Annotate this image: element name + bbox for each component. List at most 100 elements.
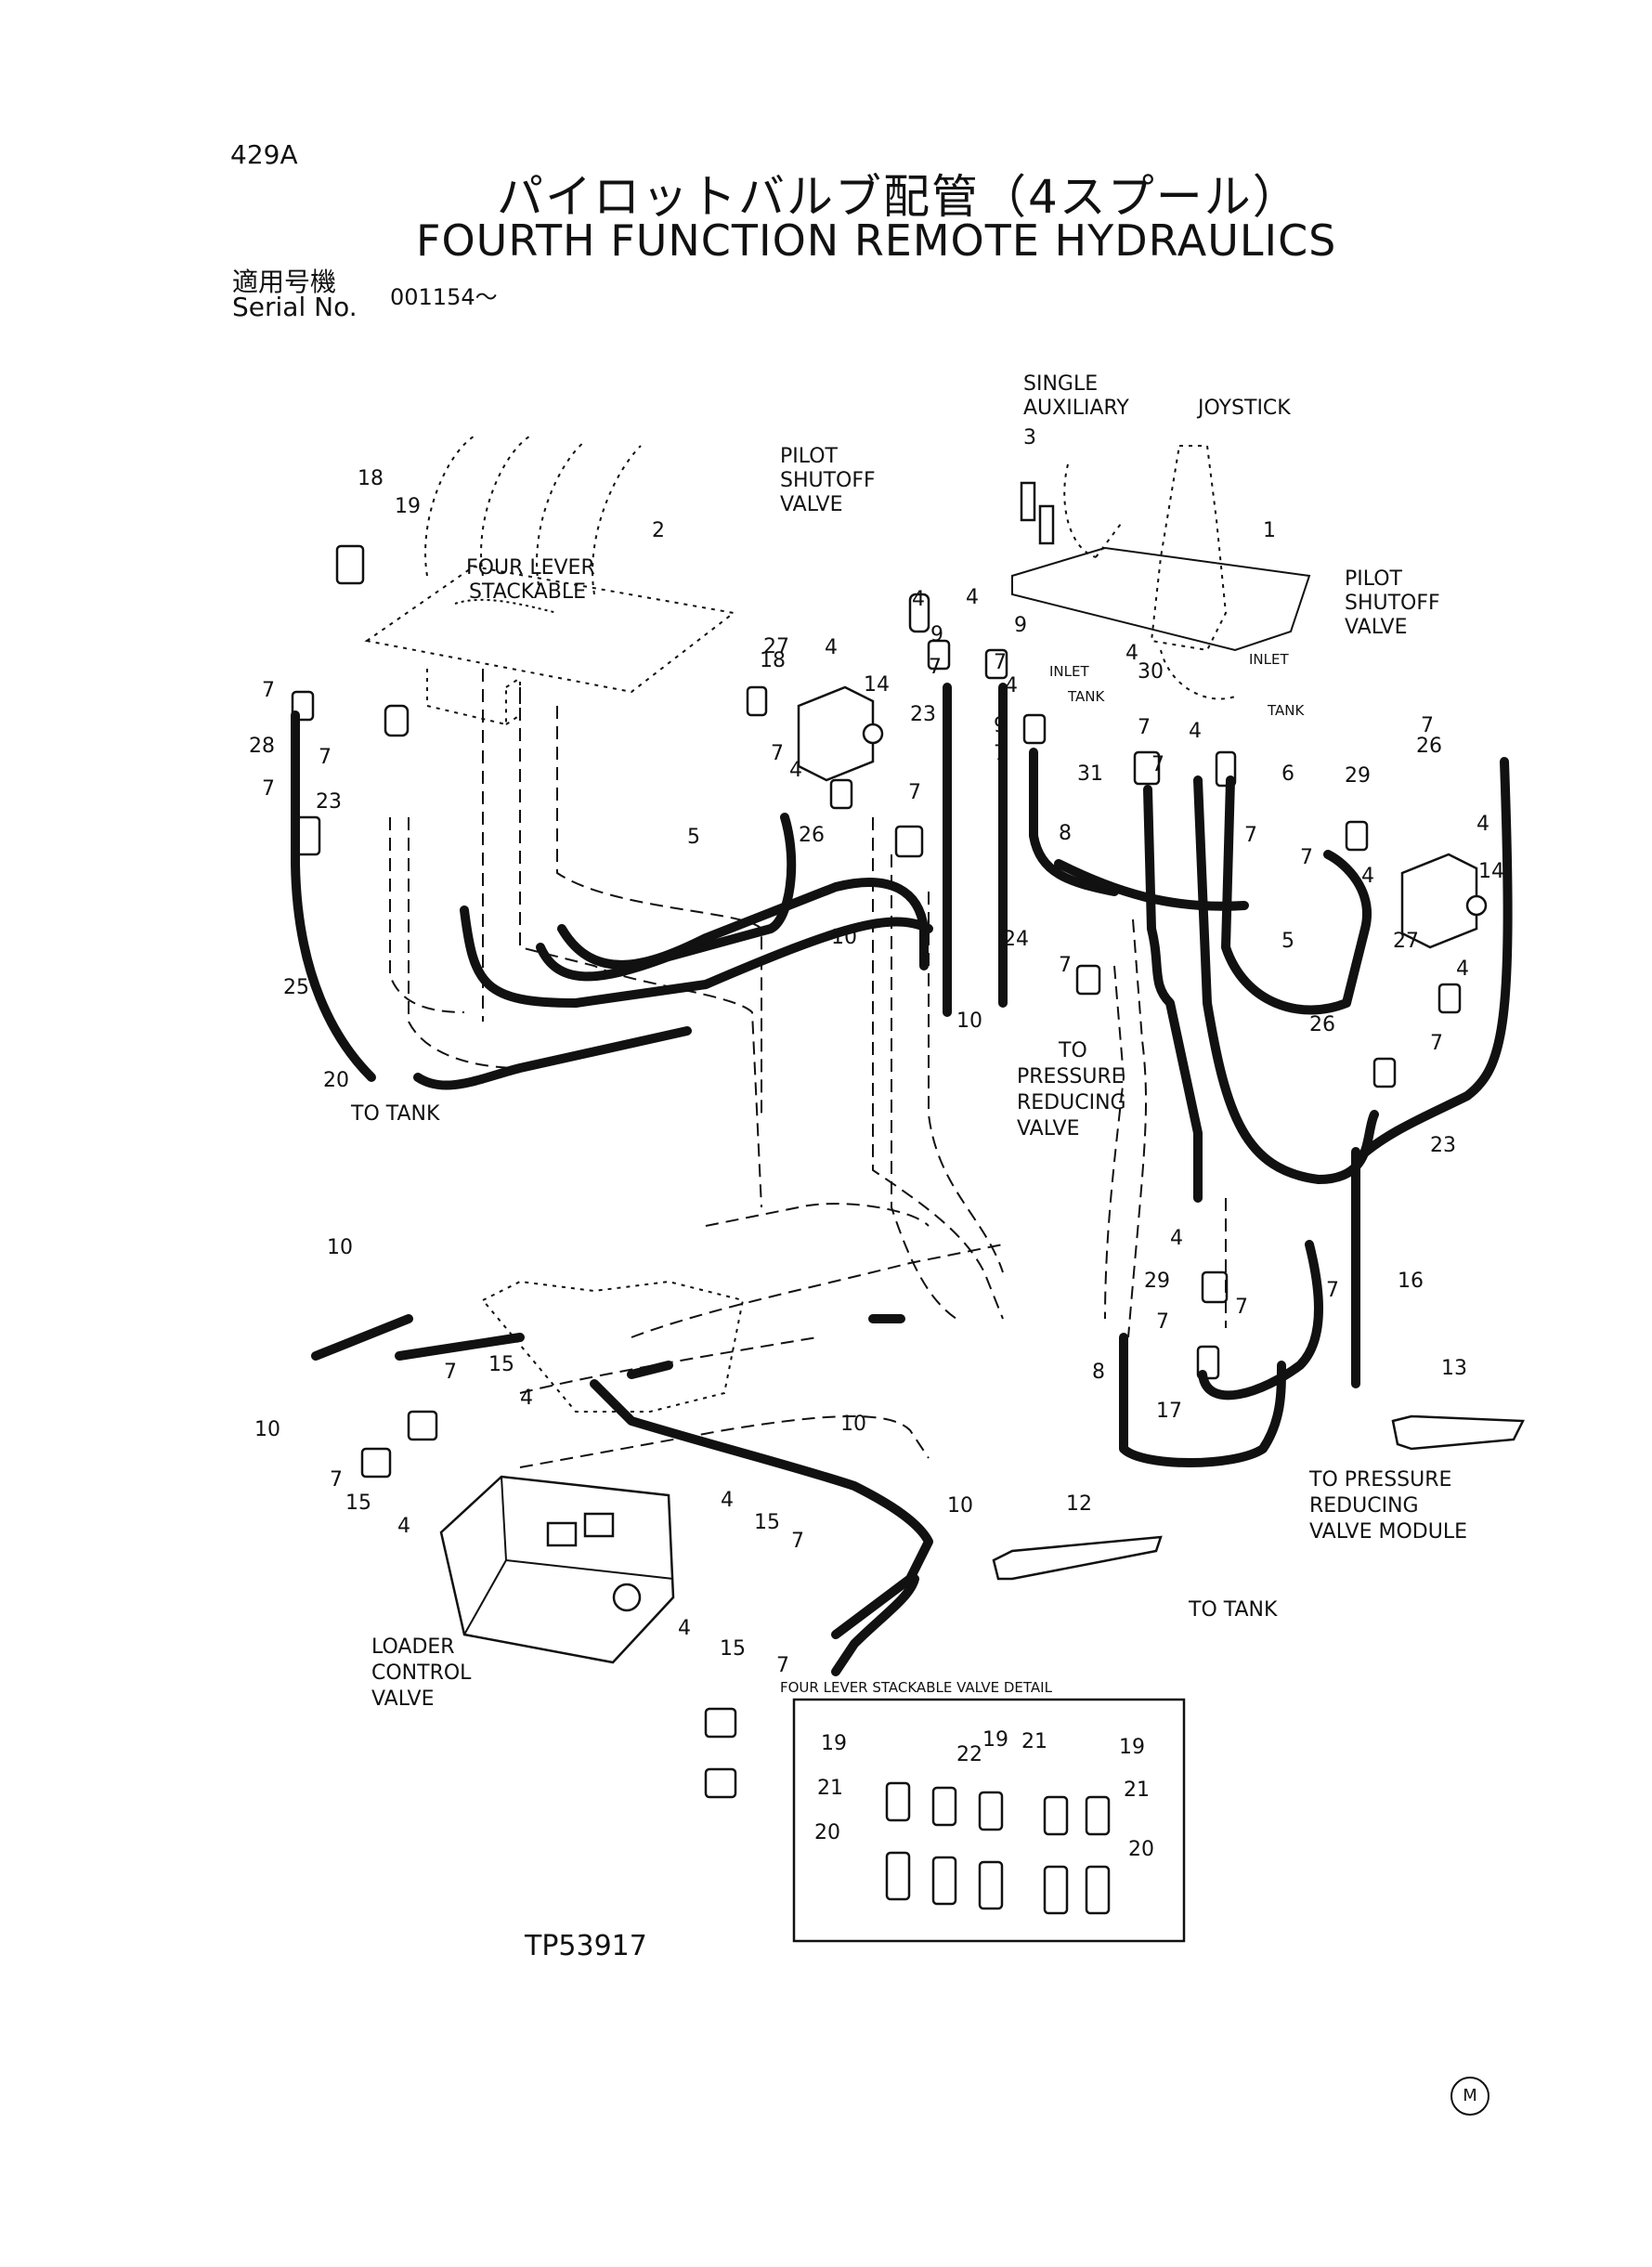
callout-10-d: 10 xyxy=(254,1418,280,1441)
label-to-tank-bottom: TO TANK xyxy=(1188,1598,1278,1622)
callout-28: 28 xyxy=(249,735,275,758)
callout-26-a: 26 xyxy=(799,824,825,847)
callout-7-t: 7 xyxy=(330,1468,343,1492)
callout-5-a: 5 xyxy=(687,826,700,849)
pilot-shutoff-valve-right xyxy=(1400,853,1488,949)
callout-9-a: 9 xyxy=(930,623,943,646)
callout-4-a: 4 xyxy=(825,636,838,659)
pilot-lines xyxy=(389,669,1227,1468)
callout-26-c: 26 xyxy=(1309,1013,1335,1036)
callout-5-b: 5 xyxy=(1281,930,1294,953)
label-to-prv-4: VALVE xyxy=(1017,1117,1079,1140)
callout-15-c: 15 xyxy=(754,1511,780,1534)
label-tank-left: TANK xyxy=(1067,688,1105,705)
callout-7-d: 7 xyxy=(771,742,784,765)
title-japanese: パイロットバルブ配管（4スプール） xyxy=(497,170,1301,224)
callout-13: 13 xyxy=(1441,1357,1467,1380)
cable-ties xyxy=(992,1414,1525,1581)
callout-9-c: 9 xyxy=(994,714,1007,737)
hoses xyxy=(291,683,1513,1676)
callout-20-d2: 20 xyxy=(1128,1838,1154,1861)
label-to-prv-3: REDUCING xyxy=(1017,1091,1126,1114)
callout-16: 16 xyxy=(1398,1270,1424,1293)
callout-23-a: 23 xyxy=(316,790,342,814)
callout-4-j: 4 xyxy=(1456,958,1469,981)
callout-27-a: 27 xyxy=(763,635,789,658)
label-inlet-left: INLET xyxy=(1049,663,1089,680)
callout-12: 12 xyxy=(1066,1492,1092,1516)
label-tank-right: TANK xyxy=(1267,702,1305,719)
label-four-lever: FOUR LEVER xyxy=(466,556,595,580)
callout-8-b: 8 xyxy=(1092,1361,1105,1384)
serial-label-english: Serial No. xyxy=(232,292,358,322)
label-pilot-right-2: SHUTOFF xyxy=(1345,592,1440,615)
callout-4-n: 4 xyxy=(721,1489,734,1512)
callout-4-e: 4 xyxy=(1005,674,1018,697)
callout-4-i: 4 xyxy=(1476,813,1489,836)
callout-7-u: 7 xyxy=(791,1530,804,1553)
label-to-tank-left: TO TANK xyxy=(350,1102,440,1126)
label-pilot-left-1: PILOT xyxy=(780,445,839,468)
callout-21-d3: 21 xyxy=(1124,1778,1150,1802)
callout-26-b: 26 xyxy=(1416,735,1442,758)
callout-4-m: 4 xyxy=(397,1515,410,1538)
callout-9-b: 9 xyxy=(1014,614,1027,637)
callout-7-v: 7 xyxy=(776,1654,789,1677)
callout-7-n: 7 xyxy=(1421,714,1434,737)
callout-19-d1: 19 xyxy=(821,1732,847,1755)
callout-4-g: 4 xyxy=(1189,720,1202,743)
label-pilot-left-2: SHUTOFF xyxy=(780,469,876,492)
callout-17: 17 xyxy=(1156,1400,1182,1423)
label-to-prvm-3: VALVE MODULE xyxy=(1309,1520,1467,1544)
callout-4-d: 4 xyxy=(966,586,979,609)
callout-10-c: 10 xyxy=(327,1236,353,1259)
callout-7-p: 7 xyxy=(1156,1310,1169,1334)
pilot-shutoff-valve-left xyxy=(797,685,884,782)
callout-14-b: 14 xyxy=(1478,860,1504,883)
callout-22: 22 xyxy=(956,1743,982,1766)
page-code: 429A xyxy=(230,139,298,170)
callout-7-s: 7 xyxy=(444,1361,457,1384)
callout-4-l: 4 xyxy=(520,1387,533,1410)
callout-15-b: 15 xyxy=(345,1492,371,1515)
callout-21-d1: 21 xyxy=(1021,1730,1047,1753)
label-to-prv-2: PRESSURE xyxy=(1017,1065,1125,1088)
reference-code: TP53917 xyxy=(525,1930,647,1962)
callout-15-d: 15 xyxy=(720,1637,746,1661)
callout-7-j: 7 xyxy=(1151,753,1164,776)
callout-10-f: 10 xyxy=(947,1494,973,1518)
callout-3: 3 xyxy=(1023,426,1036,449)
label-valve: VALVE xyxy=(371,1687,434,1711)
callout-31: 31 xyxy=(1077,762,1103,786)
callout-24: 24 xyxy=(1003,928,1029,951)
callout-29-b: 29 xyxy=(1144,1270,1170,1293)
label-joystick: JOYSTICK xyxy=(1196,397,1291,420)
label-pilot-right-3: VALVE xyxy=(1345,616,1407,639)
registered-mark: M xyxy=(1450,2077,1489,2116)
label-pilot-right-1: PILOT xyxy=(1345,567,1403,591)
four-lever-stackable-assembly xyxy=(364,436,736,726)
callout-6: 6 xyxy=(1281,762,1294,786)
label-to-prvm-1: TO PRESSURE xyxy=(1308,1468,1451,1492)
callout-7-g: 7 xyxy=(994,651,1007,674)
callout-29-a: 29 xyxy=(1345,764,1371,788)
callout-7-l: 7 xyxy=(1059,954,1072,977)
fittings xyxy=(291,544,1462,1799)
callout-19: 19 xyxy=(395,495,421,518)
label-stackable: STACKABLE xyxy=(469,580,586,604)
title-english: FOURTH FUNCTION REMOTE HYDRAULICS xyxy=(416,215,1337,266)
label-control: CONTROL xyxy=(371,1661,472,1685)
callout-7-m: 7 xyxy=(1300,846,1313,869)
callout-7-r: 7 xyxy=(1326,1279,1339,1302)
callout-20-d1: 20 xyxy=(814,1821,840,1844)
callout-4-h: 4 xyxy=(1361,865,1374,888)
callout-10-b: 10 xyxy=(956,1010,982,1033)
callout-7-k: 7 xyxy=(1244,824,1257,847)
callout-7-e: 7 xyxy=(908,781,921,804)
detail-fittings xyxy=(885,1781,1111,1915)
label-to-prvm-2: REDUCING xyxy=(1309,1494,1419,1518)
callout-25: 25 xyxy=(283,976,309,999)
callout-18-b: 18 xyxy=(760,649,786,672)
callout-7-c: 7 xyxy=(319,746,332,769)
